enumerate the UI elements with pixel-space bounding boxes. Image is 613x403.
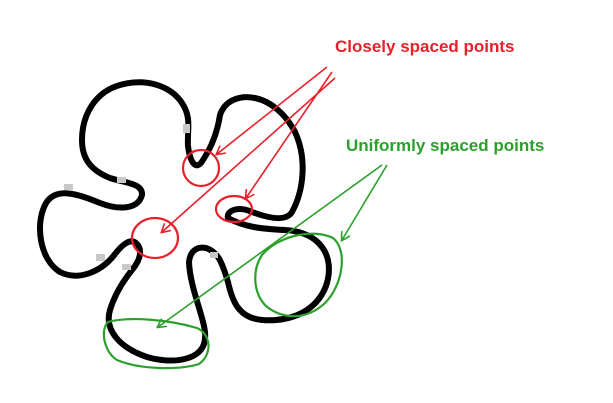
green-outline-right (254, 232, 343, 318)
green-arrows (158, 164, 388, 327)
flower-curve-path (37, 79, 332, 364)
flower-curve (37, 79, 332, 364)
red-arrows (162, 66, 336, 232)
red-circle-left (130, 216, 180, 260)
green-arrow-1 (342, 164, 388, 240)
red-arrow-3 (162, 77, 336, 232)
curve-gap-mark (122, 264, 131, 270)
curve-gap-mark (210, 252, 218, 258)
red-highlight-circles (130, 148, 254, 260)
curve-gap-mark (117, 177, 126, 183)
red-arrow-2 (246, 71, 333, 198)
curve-gap-mark (96, 254, 105, 261)
red-circle-top (181, 148, 221, 188)
curve-gap-mark (64, 184, 73, 190)
red-circle-right (214, 194, 254, 224)
closely-spaced-label: Closely spaced points (335, 37, 515, 56)
green-arrow-2 (158, 164, 383, 327)
red-arrow-1 (217, 66, 328, 154)
uniformly-spaced-label: Uniformly spaced points (346, 136, 545, 155)
curve-gap-mark (183, 124, 190, 133)
